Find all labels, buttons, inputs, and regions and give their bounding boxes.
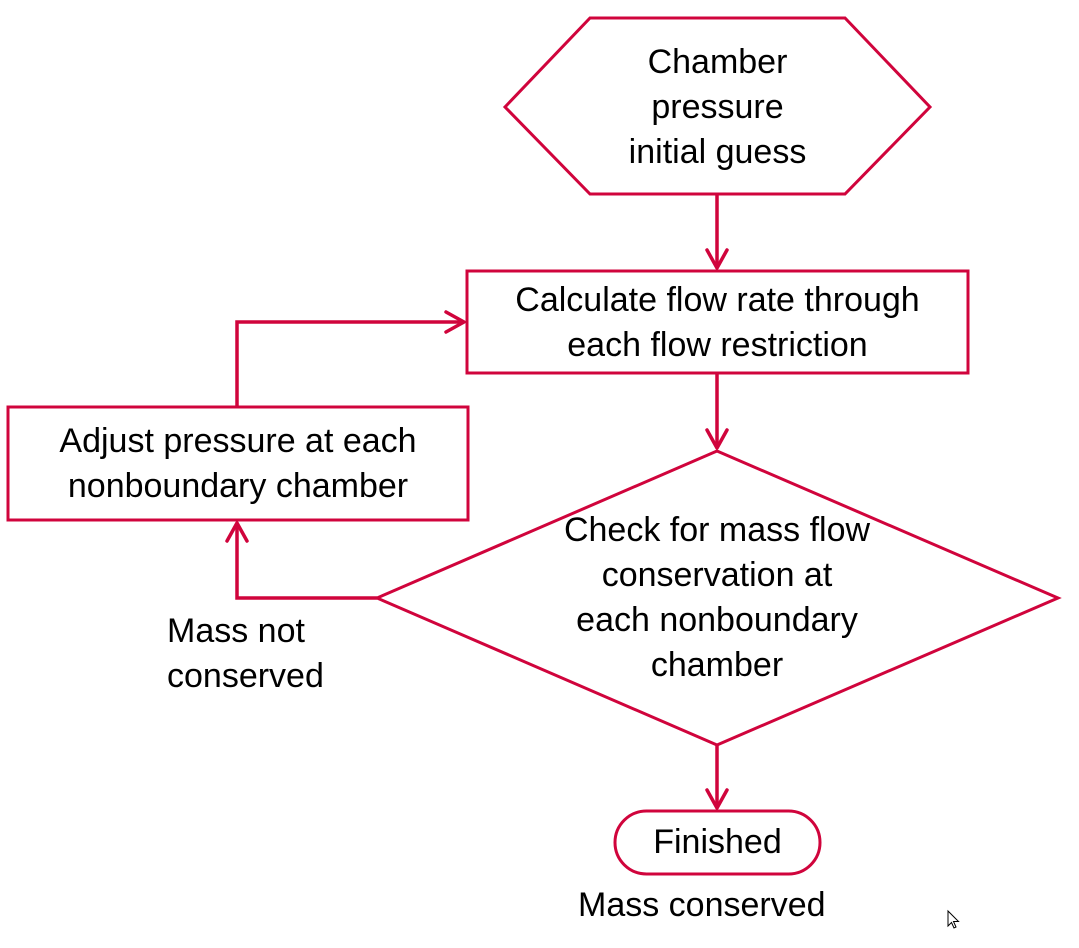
arrowhead-icon: [444, 310, 466, 334]
start-hexagon: [502, 16, 933, 196]
arrowhead-icon: [705, 428, 729, 450]
check-label: Check for mass flow conservation at each…: [563, 511, 871, 684]
edge-adjust-to-calculate: [235, 310, 466, 407]
arrowhead-icon: [705, 788, 729, 810]
adjust-label: Adjust pressure at each nonboundary cham…: [59, 422, 417, 505]
edge-calculate-to-check: [705, 373, 729, 450]
edge-start-to-calculate: [705, 194, 729, 270]
finished-terminator: [613, 809, 822, 876]
start-label: Chamber pressure initial guess: [628, 43, 807, 171]
calculate-label: Calculate flow rate through each flow re…: [515, 281, 920, 364]
arrowhead-icon: [225, 521, 249, 543]
mouse-pointer-icon: [947, 909, 960, 929]
finished-label: Finished: [653, 823, 782, 861]
arrowhead-icon: [705, 248, 729, 270]
calculate-box: [465, 269, 970, 375]
edge-check-to-finished: [705, 745, 729, 810]
edge-check-to-adjust: [225, 521, 377, 600]
mass-not-conserved-label: Mass not conserved: [167, 612, 324, 695]
mass-conserved-label: Mass conserved: [578, 886, 826, 924]
adjust-box: [6, 405, 470, 522]
